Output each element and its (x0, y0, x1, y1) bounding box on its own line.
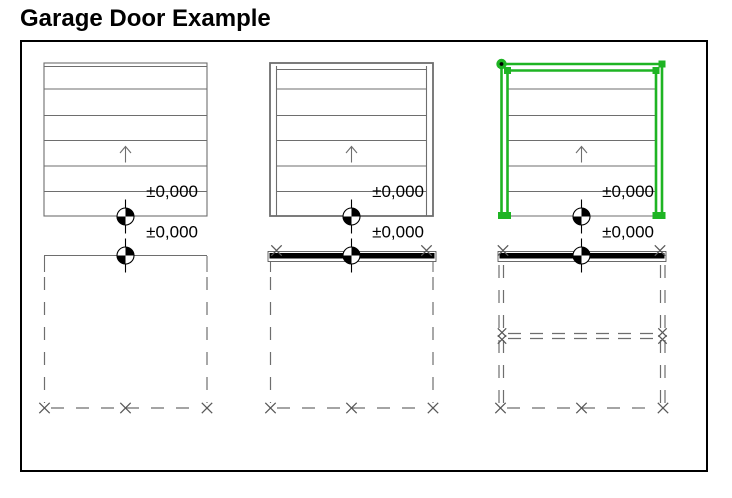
open-leaf-projection (497, 327, 668, 345)
door-panel-lines (276, 88, 427, 193)
garage-door-object-3-selected[interactable]: ±0,000 ±0,000 (494, 58, 669, 414)
door-elevation (496, 58, 666, 219)
x-marker-icon (657, 402, 669, 414)
selection-handle[interactable] (658, 60, 666, 68)
level-marker-icon (572, 198, 591, 235)
x-marker-icon (657, 327, 668, 338)
garage-door-object-2[interactable]: ±0,000 ±0,000 (264, 62, 439, 414)
level-marker-icon (572, 237, 591, 274)
selection-handle[interactable] (504, 212, 511, 219)
x-marker-icon (38, 402, 51, 414)
lower-level-label: ±0,000 (372, 223, 424, 242)
door-panel-lines (44, 88, 207, 193)
upper-level-label: ±0,000 (602, 182, 654, 201)
opening-direction-arrow-icon (575, 145, 588, 164)
selection-handle[interactable] (652, 212, 660, 219)
door-panel-lines (508, 88, 656, 193)
selection-handle[interactable] (652, 67, 660, 74)
x-marker-icon (427, 402, 439, 414)
page-title: Garage Door Example (20, 5, 271, 32)
upper-level-label: ±0,000 (146, 182, 198, 201)
x-marker-icon (657, 334, 668, 345)
garage-door-object-1[interactable]: ±0,000 ±0,000 (38, 62, 213, 414)
selection-highlight (499, 62, 665, 216)
selection-handle[interactable] (504, 67, 511, 74)
door-elevation (269, 62, 434, 217)
level-marker-icon (342, 198, 361, 235)
level-marker-icon (116, 198, 135, 235)
upper-level-label: ±0,000 (372, 182, 424, 201)
selection-handle[interactable] (498, 212, 505, 219)
selection-handles[interactable] (496, 58, 666, 219)
level-marker-icon (116, 237, 135, 274)
opening-direction-arrow-icon (119, 145, 132, 164)
x-marker-icon (201, 402, 213, 414)
x-marker-icon (494, 402, 507, 414)
plan-projection (38, 277, 213, 414)
opening-direction-arrow-icon (345, 145, 358, 164)
drawing-border (20, 40, 708, 472)
selection-handle[interactable] (658, 212, 666, 219)
x-marker-icon (497, 327, 507, 338)
x-marker-icon (264, 402, 277, 414)
plan-projection (264, 262, 439, 414)
lower-level-label: ±0,000 (602, 223, 654, 242)
origin-handle-dot (499, 62, 504, 66)
level-marker-icon (342, 237, 361, 274)
x-marker-icon (497, 334, 507, 345)
lower-level-label: ±0,000 (146, 223, 198, 242)
plan-projection (494, 265, 669, 414)
